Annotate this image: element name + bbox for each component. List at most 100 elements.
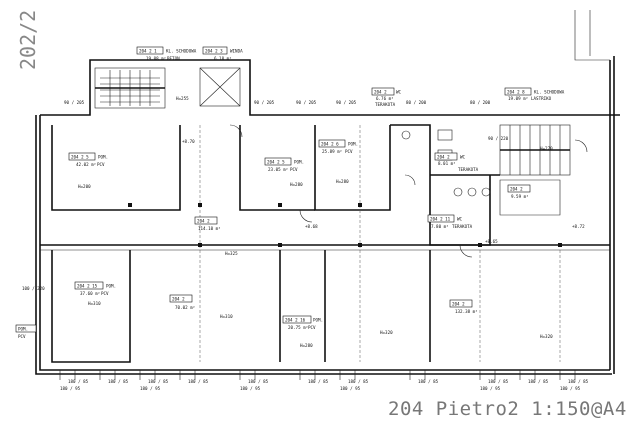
stair-right bbox=[499, 124, 571, 176]
room-tags bbox=[15, 46, 532, 333]
sheet-code: 202/2 bbox=[16, 9, 40, 70]
columns bbox=[128, 203, 562, 247]
room-name: POM. bbox=[98, 155, 108, 160]
room-name: POM. bbox=[294, 160, 304, 165]
height-label: H=320 bbox=[540, 334, 553, 339]
room-area: 19.09 m² bbox=[508, 96, 528, 101]
door-swings bbox=[229, 124, 588, 258]
room-num: 204 2 15 bbox=[77, 284, 98, 289]
height-label: H=255 bbox=[176, 96, 189, 101]
opening-dim: 180 / 95 bbox=[560, 386, 581, 391]
opening-dim: 180 / 85 bbox=[418, 379, 439, 384]
level-label: +8.72 bbox=[572, 224, 585, 229]
height-label: H=310 bbox=[220, 314, 233, 319]
opening-dim: 180 / 95 bbox=[480, 386, 501, 391]
opening-dim: 180 / 85 bbox=[68, 379, 89, 384]
room-name: WC bbox=[457, 217, 463, 222]
room-area: 37.60 m² bbox=[80, 291, 100, 296]
room-floor: BETON bbox=[167, 56, 180, 61]
room-floor: PCV bbox=[18, 334, 26, 339]
interior-walls bbox=[40, 124, 610, 363]
opening-dim: 180 / 85 bbox=[528, 379, 549, 384]
height-label: H=325 bbox=[225, 251, 238, 256]
room-name: POM. bbox=[348, 142, 358, 147]
room-num: 204 2 1 bbox=[139, 49, 157, 54]
opening-dim: 180 / 85 bbox=[188, 379, 209, 384]
room-area: 70.02 m² bbox=[175, 305, 195, 310]
room-name: WC bbox=[460, 155, 466, 160]
room-name: WC bbox=[396, 90, 402, 95]
room-floor: TERAKOTA bbox=[458, 167, 479, 172]
sheet-title: 204 Pietro2 1:150@A4 bbox=[388, 398, 627, 420]
height-label: H=280 bbox=[300, 343, 313, 348]
height-label: H=310 bbox=[88, 301, 101, 306]
opening-dim: 90 / 205 bbox=[296, 100, 317, 105]
opening-dim: 90 / 205 bbox=[64, 100, 85, 105]
opening-dim: 180 / 85 bbox=[348, 379, 369, 384]
room-num: 204 2 3 bbox=[205, 49, 223, 54]
wc-fixtures bbox=[401, 129, 491, 197]
opening-dim: 90 / 220 bbox=[488, 136, 509, 141]
room-floor: TERAKOTA bbox=[375, 102, 396, 107]
room-area: 7.80 m² bbox=[431, 224, 449, 229]
room-num: 204 2 bbox=[452, 302, 465, 307]
room-area: 25.89 m² bbox=[322, 149, 342, 154]
room-area: 114.10 m² bbox=[198, 226, 221, 231]
room-name: WINDA bbox=[230, 49, 243, 54]
room-labels: 204 2 1 KL. SCHODOWA 19.08 m² BETON 204 … bbox=[18, 49, 565, 340]
height-label: H=280 bbox=[336, 179, 349, 184]
level-label: +8.65 bbox=[485, 239, 498, 244]
room-area: 9.59 m² bbox=[511, 194, 529, 199]
opening-dim: 90 / 205 bbox=[336, 100, 357, 105]
level-label: +8.70 bbox=[182, 139, 195, 144]
lift-shaft bbox=[199, 67, 241, 107]
stair-left bbox=[94, 67, 166, 109]
opening-dim: 90 / 205 bbox=[254, 100, 275, 105]
room-name: POM. bbox=[106, 284, 116, 289]
level-label: +8.68 bbox=[305, 224, 318, 229]
height-labels: H=200 H=280 H=280 H=310 H=310 H=280 H=32… bbox=[78, 96, 553, 348]
opening-dim: 80 / 200 bbox=[470, 100, 491, 105]
opening-dim: 180 / 85 bbox=[308, 379, 329, 384]
room-area: 8.01 m² bbox=[438, 161, 456, 166]
opening-dim: 180 / 95 bbox=[140, 386, 161, 391]
room-floor: PCV bbox=[97, 162, 105, 167]
opening-dim: 80 / 200 bbox=[406, 100, 427, 105]
room-num: 204 2 bbox=[374, 90, 387, 95]
room-floor: TERAKOTA bbox=[452, 224, 473, 229]
height-label: H=200 bbox=[78, 184, 91, 189]
room-name: POM. bbox=[18, 327, 28, 332]
room-num: 204 2 16 bbox=[285, 318, 306, 323]
room-area: 6.18 m² bbox=[214, 56, 232, 61]
room-area: 19.08 m² bbox=[146, 56, 166, 61]
opening-dims: 180 / 85 180 / 85 180 / 85 180 / 85 180 … bbox=[22, 100, 589, 391]
room-floor: PCV bbox=[101, 291, 109, 296]
opening-dim: 180 / 85 bbox=[148, 379, 169, 384]
opening-dim: 180 / 85 bbox=[488, 379, 509, 384]
room-num: 204 2 bbox=[197, 219, 210, 224]
opening-dim: 180 / 95 bbox=[60, 386, 81, 391]
room-floor: LASTRIKO bbox=[531, 96, 552, 101]
height-label: H=270 bbox=[540, 146, 553, 151]
room-num: 204 2 bbox=[437, 155, 450, 160]
opening-dim: 180 / 95 bbox=[240, 386, 261, 391]
room-num: 204 2 5 bbox=[71, 155, 89, 160]
opening-dim: 180 / 85 bbox=[248, 379, 269, 384]
room-num: 204 2 bbox=[510, 187, 523, 192]
height-label: H=280 bbox=[290, 182, 303, 187]
room-name: KL. SCHODOWA bbox=[166, 49, 197, 54]
level-marks: +8.70 +8.68 +8.65 +8.72 bbox=[182, 139, 585, 244]
room-area: 23.05 m² bbox=[268, 167, 288, 172]
room-area: 20.75 m² bbox=[288, 325, 308, 330]
opening-dim: 180 / 95 bbox=[340, 386, 361, 391]
room-num: 204 2 11 bbox=[430, 217, 451, 222]
room-num: 204 2 bbox=[172, 297, 185, 302]
room-area: 42.02 m² bbox=[76, 162, 96, 167]
room-num: 204 2 8 bbox=[507, 90, 525, 95]
room-num: 204 2 6 bbox=[321, 142, 339, 147]
windows-bottom bbox=[59, 370, 576, 380]
outer-walls bbox=[35, 10, 620, 375]
opening-dim: 180 / 85 bbox=[568, 379, 589, 384]
room-area: 6.76 m² bbox=[376, 96, 394, 101]
